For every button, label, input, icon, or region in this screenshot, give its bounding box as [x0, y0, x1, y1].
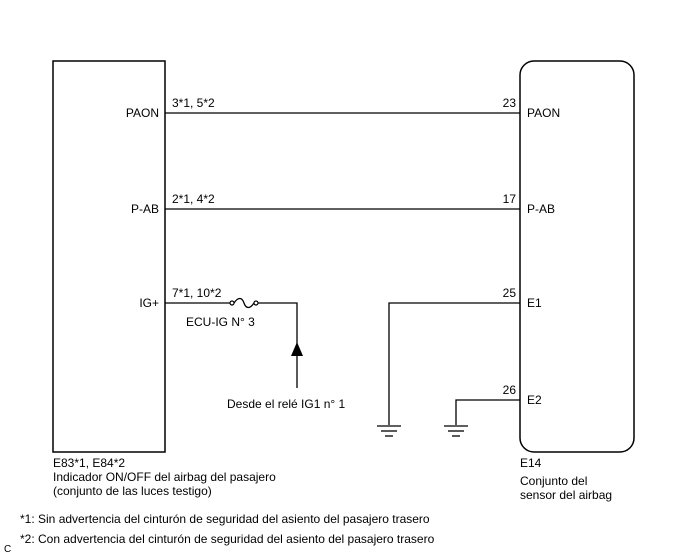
- right-pin-number-pab: 17: [503, 192, 517, 206]
- power-source-arrow-icon: [291, 342, 303, 356]
- corner-mark: C: [4, 544, 12, 555]
- right-pin-e2: E2: [527, 393, 542, 407]
- left-block-code: E83*1, E84*2: [53, 456, 125, 470]
- left-pin-number-ig: 7*1, 10*2: [172, 286, 222, 300]
- left-block-name-line2: (conjunto de las luces testigo): [53, 484, 212, 498]
- wire-ig-right: [258, 302, 298, 388]
- fuse-label: ECU-IG N° 3: [186, 315, 255, 329]
- right-block-name-line1: Conjunto del: [520, 474, 587, 488]
- wire-e1: [388, 302, 520, 425]
- footnote-2: *2: Con advertencia del cinturón de segu…: [20, 532, 435, 546]
- airbag-sensor-assembly-box: [519, 60, 635, 453]
- left-pin-number-pab: 2*1, 4*2: [172, 192, 215, 206]
- left-pin-pab: P-AB: [131, 202, 159, 216]
- right-pin-e1: E1: [527, 296, 542, 310]
- right-block-code: E14: [520, 456, 542, 470]
- left-pin-number-paon: 3*1, 5*2: [172, 96, 215, 110]
- left-pin-ig: IG+: [139, 296, 159, 310]
- right-pin-number-e2: 26: [503, 383, 517, 397]
- source-label: Desde el relé IG1 n° 1: [227, 397, 346, 411]
- ground-symbol-icon: [444, 425, 468, 437]
- wire-e2: [455, 399, 520, 425]
- right-pin-number-paon: 23: [503, 96, 517, 110]
- fuse-icon: [229, 297, 259, 309]
- right-pin-number-e1: 25: [503, 286, 517, 300]
- right-block-name-line2: sensor del airbag: [520, 488, 612, 502]
- left-pin-paon: PAON: [126, 106, 159, 120]
- left-block-name-line1: Indicador ON/OFF del airbag del pasajero: [53, 470, 276, 484]
- footnote-1: *1: Sin advertencia del cinturón de segu…: [20, 512, 430, 526]
- ground-symbol-icon: [377, 425, 401, 437]
- warning-light-assembly-box: [52, 60, 166, 453]
- right-pin-paon: PAON: [527, 106, 560, 120]
- right-pin-pab: P-AB: [527, 202, 555, 216]
